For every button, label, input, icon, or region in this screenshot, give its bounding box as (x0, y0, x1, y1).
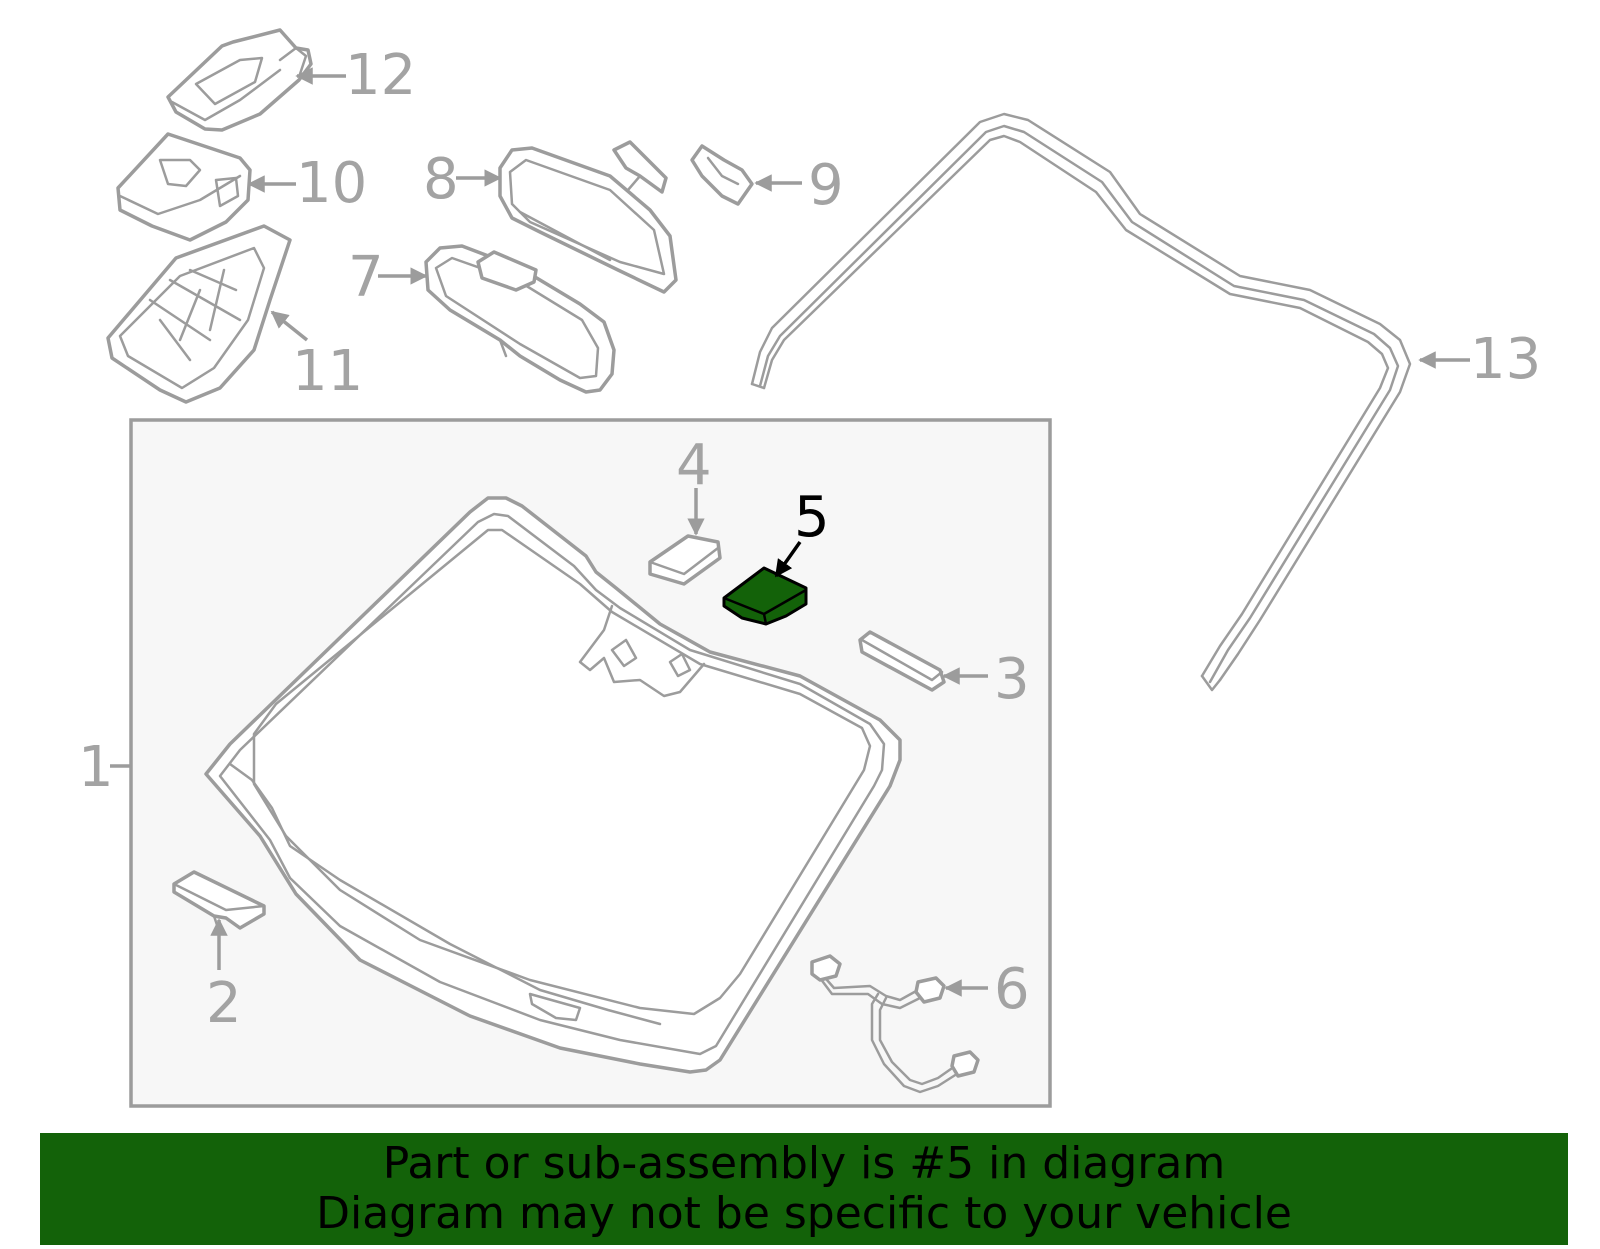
part-4-sensor-pad[interactable] (648, 534, 722, 586)
part-10-camera-bracket[interactable] (116, 132, 252, 242)
callout-9: 9 (808, 153, 844, 218)
callout-4: 4 (676, 433, 712, 498)
banner-line-1: Part or sub-assembly is #5 in diagram (382, 1138, 1226, 1189)
leader-11 (270, 310, 309, 342)
callout-6: 6 (994, 957, 1030, 1022)
part-1-windshield[interactable] (204, 496, 902, 1074)
callout-5: 5 (794, 485, 830, 550)
info-banner: Part or sub-assembly is #5 in diagram Di… (40, 1133, 1568, 1245)
part-13-windshield-molding[interactable] (750, 112, 1412, 692)
banner-line-2: Diagram may not be specific to your vehi… (316, 1188, 1292, 1239)
callout-10: 10 (296, 151, 367, 216)
part-6-wire-harness[interactable] (810, 954, 980, 1094)
callout-1: 1 (78, 735, 114, 800)
callout-13: 13 (1470, 327, 1541, 392)
callout-2: 2 (206, 971, 242, 1036)
part-12-camera-cover[interactable] (166, 28, 313, 132)
callout-3: 3 (994, 647, 1030, 712)
part-11-sensor-cover[interactable] (106, 224, 292, 404)
leader-5 (774, 540, 802, 578)
callout-7: 7 (348, 245, 384, 310)
callout-8: 8 (423, 147, 459, 212)
part-8-rearview-mirror[interactable] (498, 140, 678, 294)
callout-12: 12 (345, 43, 416, 108)
callout-11: 11 (292, 339, 363, 404)
part-7-rearview-mirror-auto[interactable] (424, 244, 616, 394)
part-9-mirror-clip[interactable] (690, 144, 754, 206)
